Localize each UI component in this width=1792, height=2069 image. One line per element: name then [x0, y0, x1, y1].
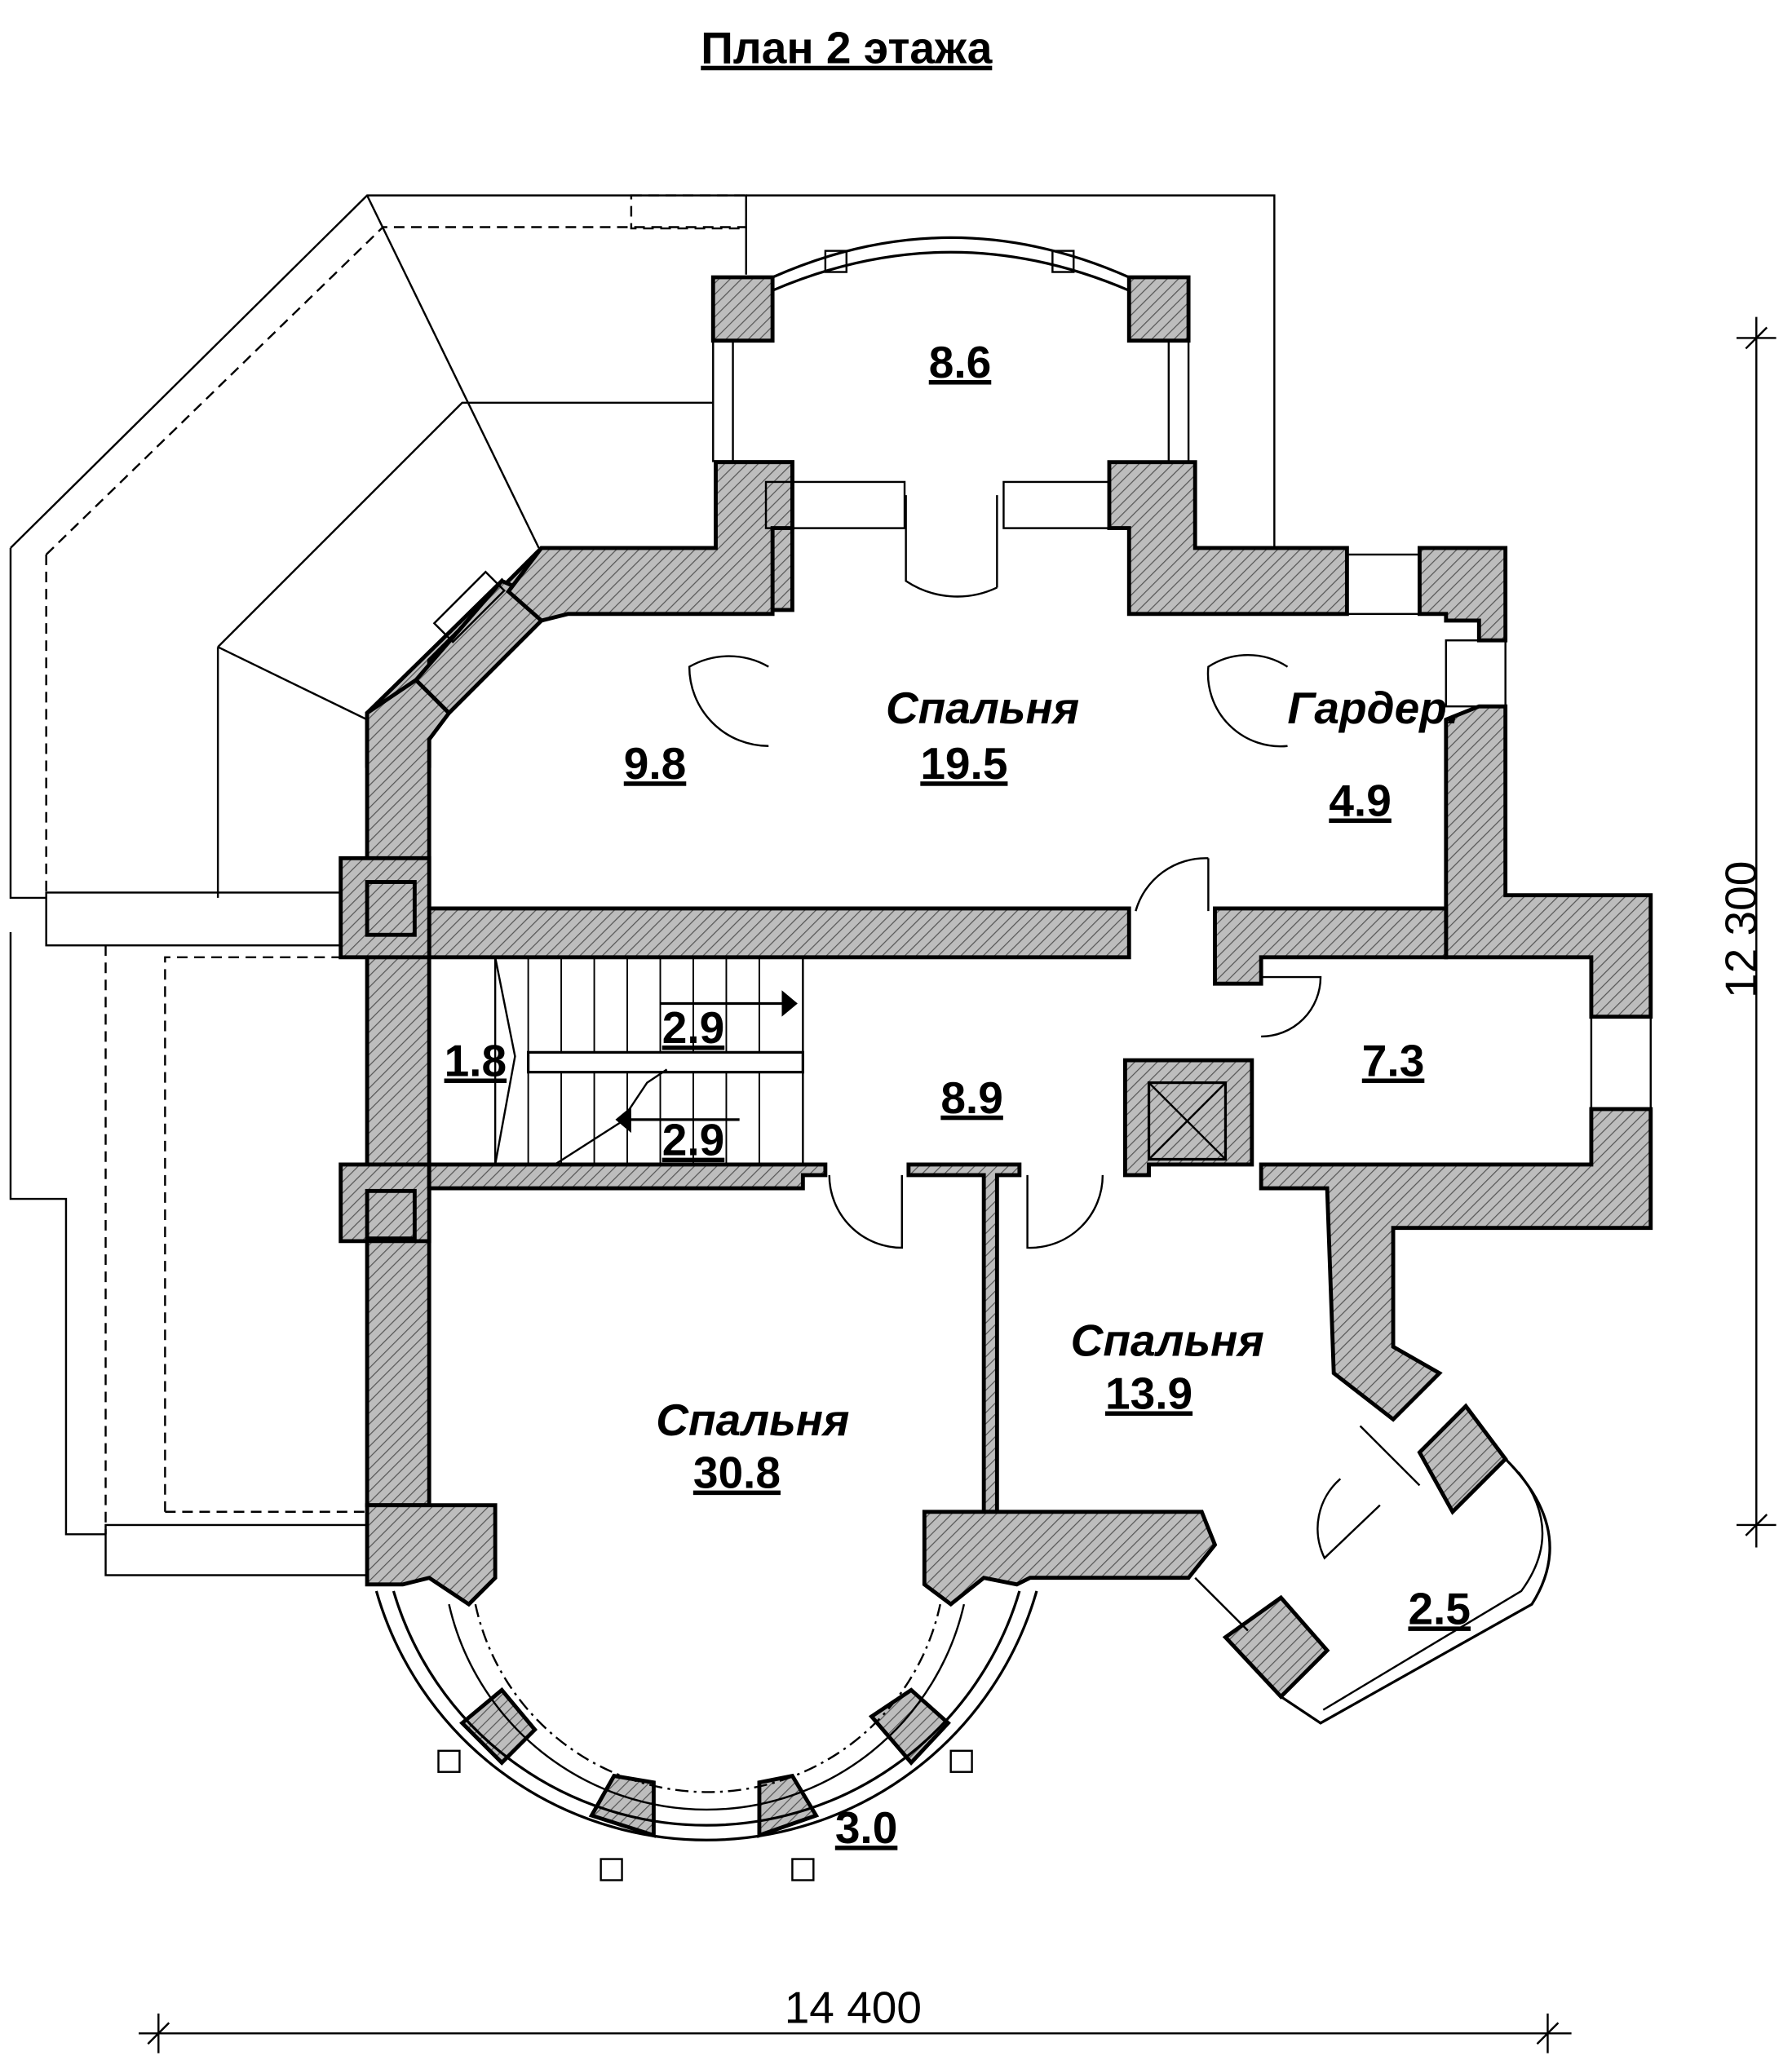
plan-title: План 2 этажа: [701, 23, 992, 73]
staircase: [493, 957, 1228, 1165]
height-dimension: 12 300: [1715, 861, 1766, 998]
room-name: Спальня: [656, 1395, 849, 1445]
room-name: Спальня: [1071, 1315, 1264, 1366]
room-area: 2.9: [662, 1115, 725, 1165]
room-area: 8.9: [940, 1072, 1003, 1123]
room-name: Спальня: [886, 683, 1079, 733]
room-area: 8.6: [929, 337, 992, 387]
room-area: 30.8: [693, 1448, 781, 1498]
dimension-width: 14 400: [138, 1982, 1572, 2054]
width-dimension: 14 400: [785, 1982, 922, 2032]
room-area: 4.9: [1329, 776, 1392, 826]
balconies: [374, 236, 1652, 1881]
doors: [688, 480, 1381, 1560]
room-area: 2.5: [1408, 1583, 1471, 1634]
room-name: Гардер.: [1287, 683, 1459, 733]
room-area: 7.3: [1362, 1035, 1425, 1085]
room-area: 3.0: [835, 1802, 898, 1853]
room-area: 13.9: [1105, 1368, 1192, 1418]
room-area: 2.9: [662, 1002, 725, 1053]
room-area: 1.8: [445, 1035, 507, 1085]
walls: [338, 275, 1653, 1838]
roof-outline: [9, 194, 1276, 1576]
dimension-height: 12 300: [1715, 316, 1777, 1548]
room-area: 19.5: [920, 738, 1007, 789]
room-area: 9.8: [624, 738, 687, 789]
room-labels: 8.6 9.8 Спальня 19.5 Гардер. 4.9 1.8 2.9…: [445, 337, 1471, 1853]
